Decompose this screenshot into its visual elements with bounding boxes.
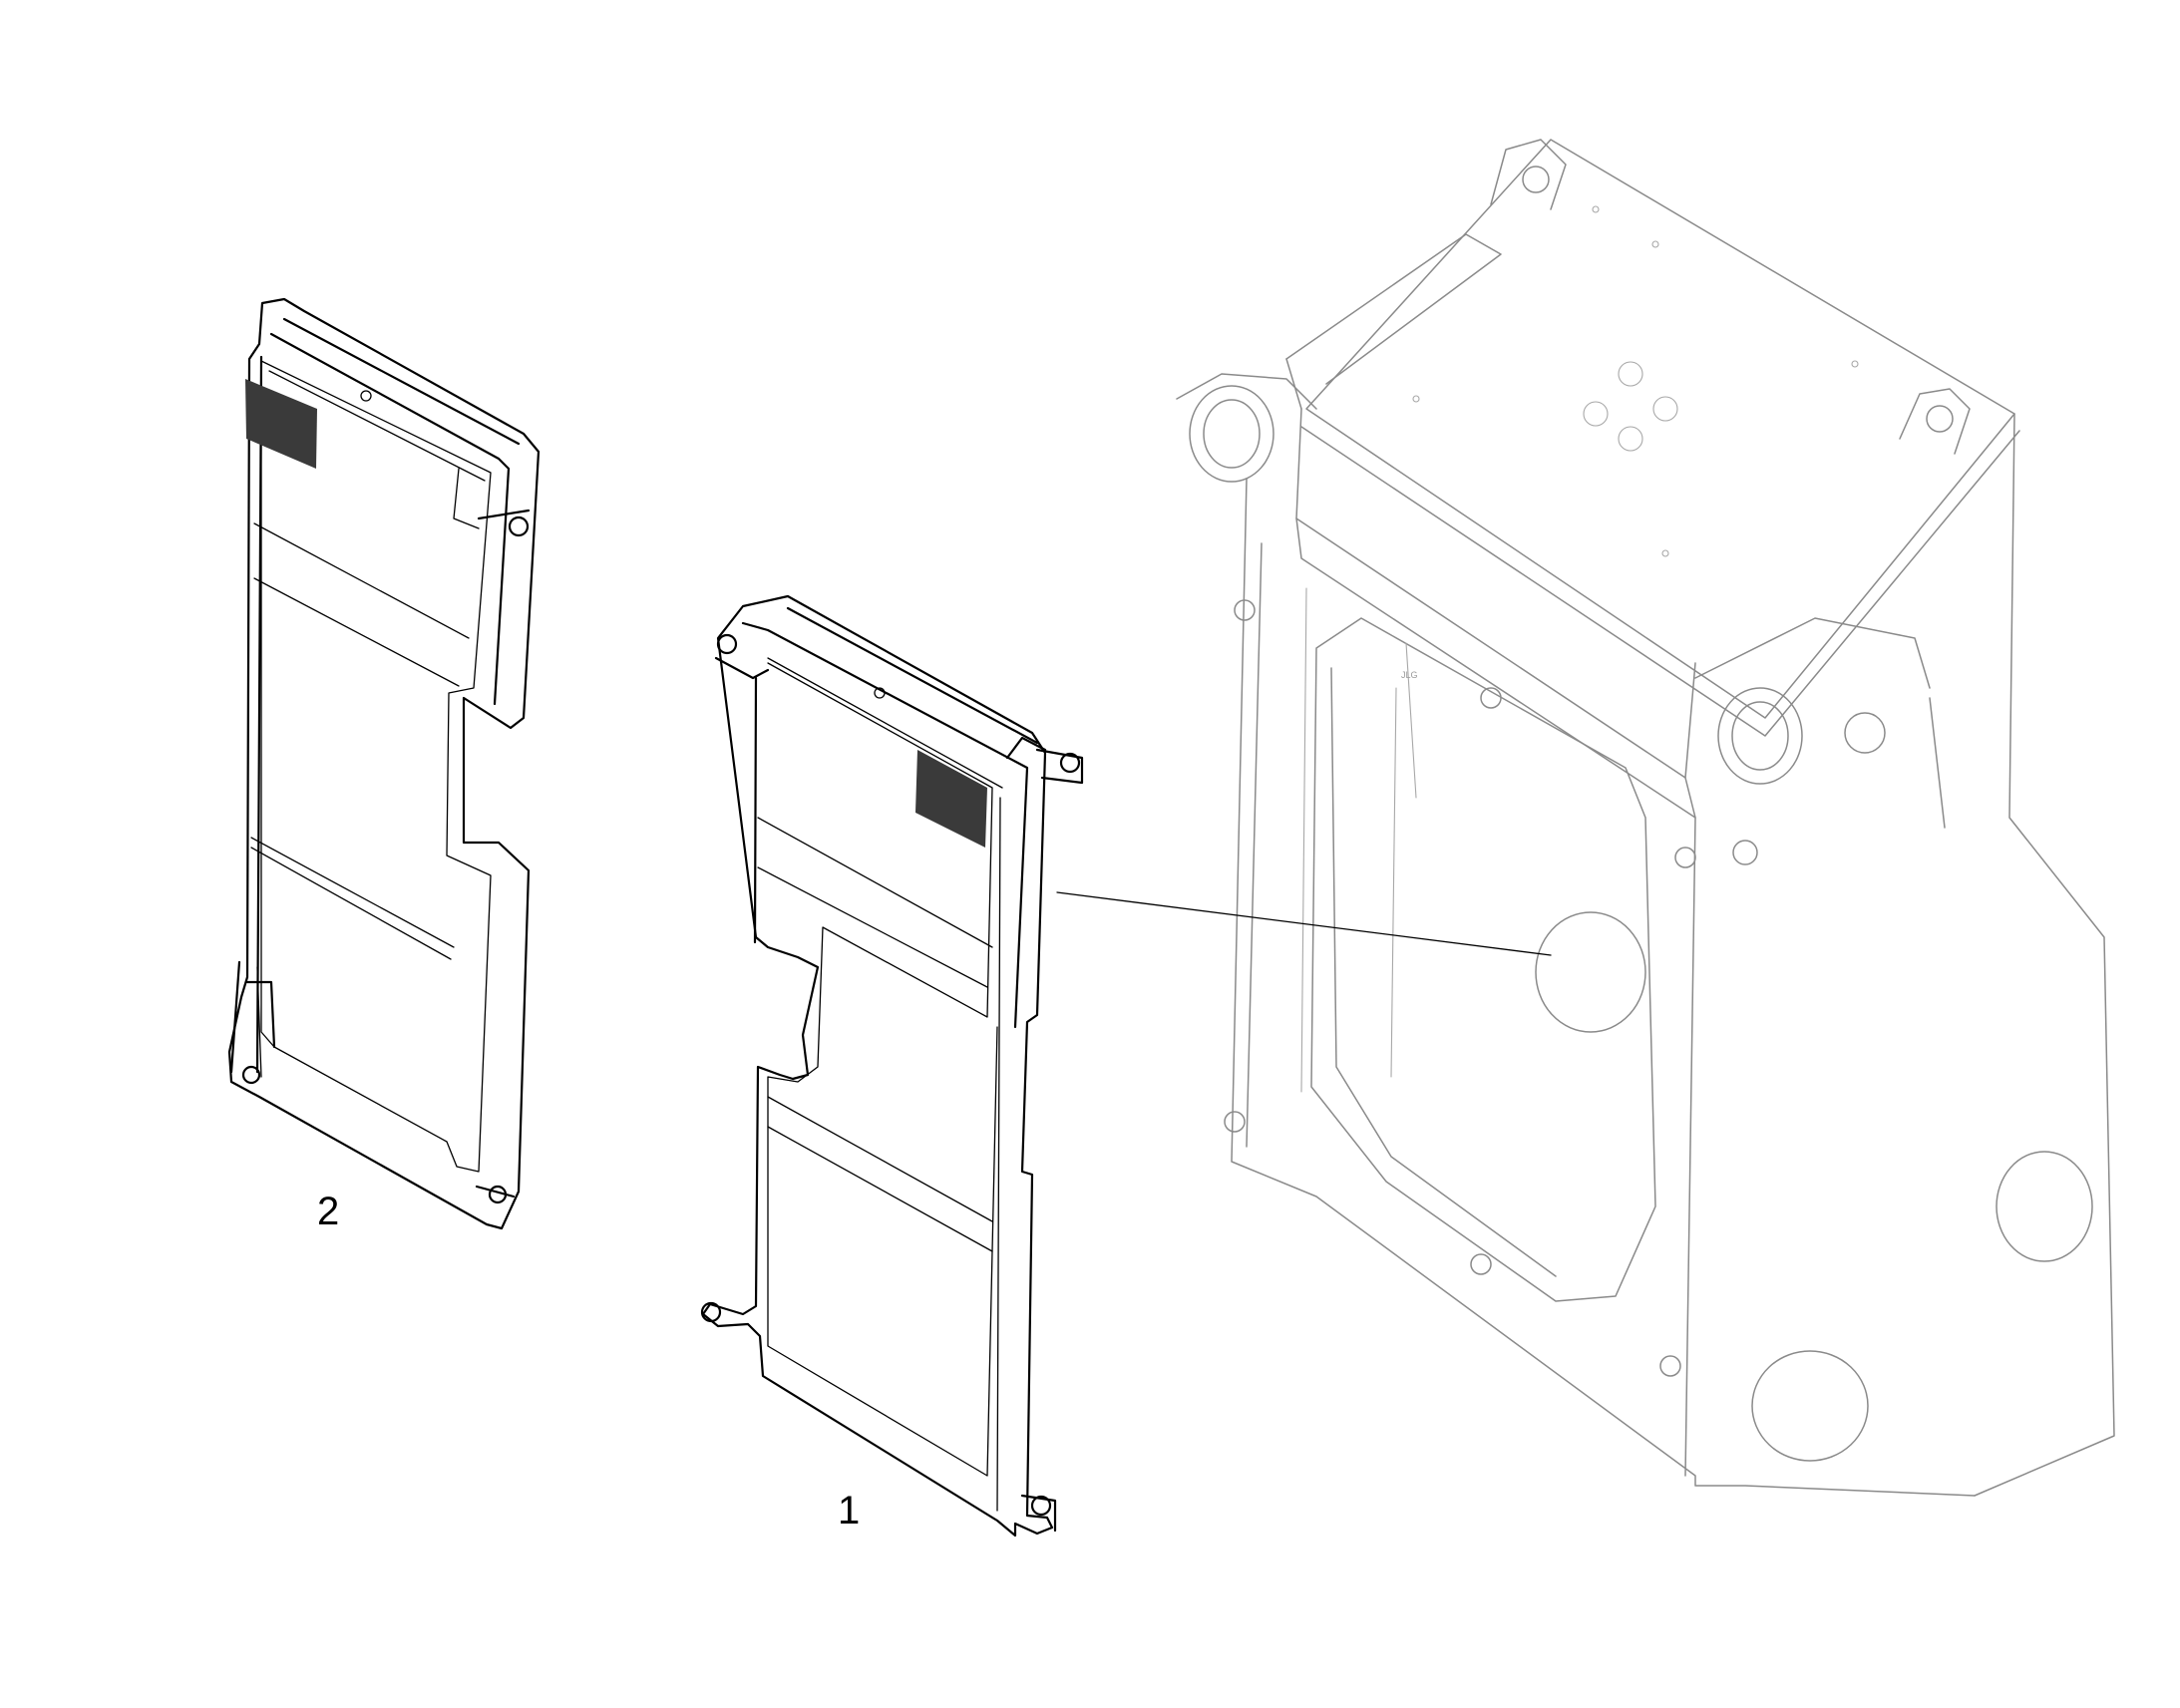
part-1-side-cover: 1	[700, 594, 1552, 1537]
callout-label-1: 1	[838, 1489, 860, 1533]
leader-line-1	[1056, 891, 1552, 956]
part-2-side-cover: 2	[227, 297, 541, 1233]
callout-label-2: 2	[317, 1190, 339, 1233]
watermark-text: JLG	[1401, 670, 1418, 680]
chassis-frame-ghost: JLG	[1176, 139, 2115, 1497]
